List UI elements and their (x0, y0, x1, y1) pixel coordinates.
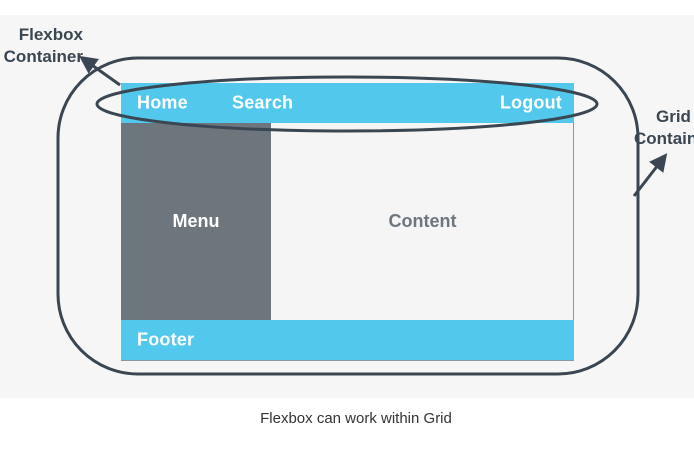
header-home-label: Home (137, 92, 188, 113)
grid-container-callout: Grid Container (634, 106, 694, 150)
content-label: Content (388, 211, 457, 231)
flexbox-callout-line2: Container (3, 47, 83, 66)
header-bar: Home Search Logout (121, 83, 574, 123)
flexbox-callout-line1: Flexbox (18, 25, 83, 44)
flexbox-container-callout: Flexbox Container (4, 24, 83, 68)
grid-callout-line2: Container (634, 129, 694, 148)
content-panel: Content (271, 123, 574, 320)
header-search-label: Search (232, 92, 294, 113)
figure-caption: Flexbox can work within Grid (260, 410, 452, 427)
footer-label: Footer (137, 329, 195, 350)
footer-bar: Footer (121, 320, 574, 360)
header-logout-label: Logout (499, 92, 562, 113)
menu-panel: Menu (121, 123, 271, 320)
menu-label: Menu (172, 211, 220, 231)
grid-callout-line1: Grid (656, 107, 691, 126)
